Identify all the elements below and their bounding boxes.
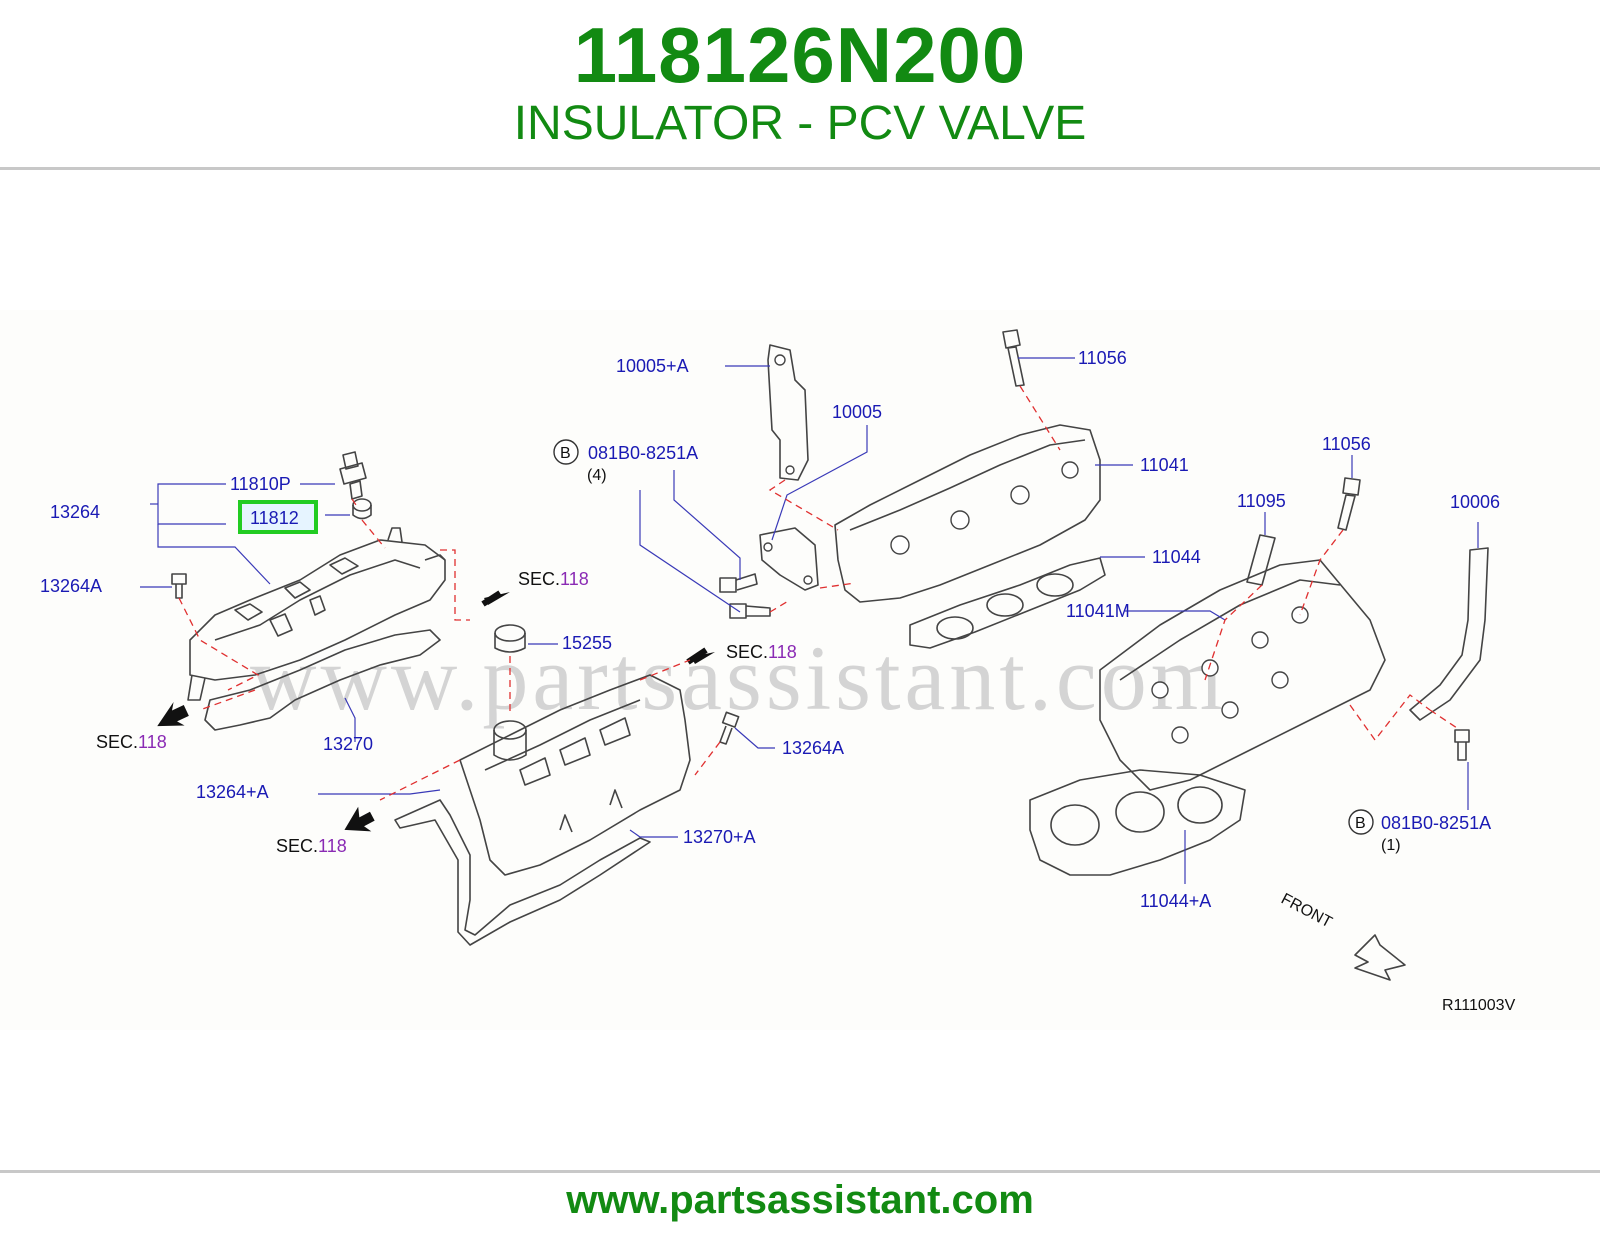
label-11041[interactable]: 11041	[1140, 455, 1189, 475]
label-11041m[interactable]: 11041M	[1066, 601, 1130, 621]
front-direction-arrow	[1354, 934, 1406, 981]
label-10006[interactable]: 10006	[1450, 492, 1500, 512]
callout-b-top: B	[560, 445, 571, 462]
label-11044pa[interactable]: 11044+A	[1140, 891, 1211, 911]
oil-filler-cap-15255	[494, 624, 526, 653]
label-11812[interactable]: 11812	[250, 508, 299, 528]
top-divider	[0, 167, 1600, 170]
qty-right: (1)	[1381, 837, 1401, 854]
reference-code: R111003V	[1442, 997, 1516, 1014]
part-name-subtitle: INSULATOR - PCV VALVE	[513, 97, 1087, 150]
callout-b-right: B	[1355, 815, 1366, 832]
sec-ref-1[interactable]: SEC.118	[518, 569, 589, 589]
bolt-081b0-right	[1454, 729, 1470, 761]
bolts-081b0-top	[719, 573, 771, 619]
label-13264a-left[interactable]: 13264A	[40, 576, 102, 596]
bolt-11056-right	[1337, 477, 1361, 531]
bracket-10005	[759, 527, 819, 591]
pcv-insulator-11812	[352, 498, 372, 520]
label-11056-right[interactable]: 11056	[1322, 434, 1371, 454]
label-15255[interactable]: 15255	[562, 633, 612, 653]
pcv-valve-11810p	[339, 451, 367, 500]
gasket-13270	[204, 629, 441, 731]
callout-b-circle-right	[1348, 809, 1374, 835]
bolt-13264a-right	[719, 711, 740, 745]
valve-cover-left	[187, 527, 446, 701]
label-13264a-right[interactable]: 13264A	[782, 738, 844, 758]
valve-cover-right	[459, 674, 691, 876]
qty-top: (4)	[587, 467, 607, 484]
sec-ref-4[interactable]: SEC.118	[276, 836, 347, 856]
callout-b-circle-top	[553, 439, 579, 465]
sec-ref-2[interactable]: SEC.118	[96, 732, 167, 752]
label-11044[interactable]: 11044	[1152, 547, 1201, 567]
gasket-13270pa	[394, 799, 651, 946]
bolt-11056-top	[1002, 329, 1025, 387]
label-081b0-top[interactable]: 081B0-8251A	[588, 443, 698, 463]
label-11056-top[interactable]: 11056	[1078, 348, 1127, 368]
label-10005pa[interactable]: 10005+A	[616, 356, 689, 376]
cylinder-head-11041m	[1099, 559, 1386, 791]
exploded-parts-diagram: www.partsassistant.com	[0, 310, 1600, 1030]
highlight-box-11812	[238, 500, 318, 534]
watermark: www.partsassistant.com	[250, 627, 1227, 729]
head-gasket-11044pa	[1029, 769, 1246, 876]
diagram-canvas: 11810P 11812 13264 13264A 13270 15255 13…	[40, 329, 1516, 1014]
label-13264pa[interactable]: 13264+A	[196, 782, 269, 802]
sec-arrows	[157, 590, 715, 832]
label-13264[interactable]: 13264	[50, 502, 100, 522]
label-081b0-right[interactable]: 081B0-8251A	[1381, 813, 1491, 833]
bracket-10006	[1409, 547, 1489, 721]
label-13270[interactable]: 13270	[323, 734, 373, 754]
front-label: FRONT	[1278, 891, 1335, 932]
bolt-13264a-left	[171, 573, 187, 599]
label-11095[interactable]: 11095	[1237, 491, 1286, 511]
page-header: 118126N200 INSULATOR - PCV VALVE	[0, 0, 1600, 170]
alignment-dashes	[178, 385, 1461, 801]
label-13270pa[interactable]: 13270+A	[683, 827, 756, 847]
footer-website-link[interactable]: www.partsassistant.com	[566, 1178, 1034, 1222]
bottom-divider	[0, 1170, 1600, 1173]
leader-lines	[140, 357, 1479, 884]
label-11810p[interactable]: 11810P	[230, 474, 291, 494]
sec-ref-3[interactable]: SEC.118	[726, 642, 797, 662]
part-number-title: 118126N200	[573, 11, 1027, 99]
head-gasket-11044	[909, 557, 1106, 649]
cylinder-head-11041	[834, 424, 1101, 603]
label-10005[interactable]: 10005	[832, 402, 882, 422]
bracket-10005pa	[767, 344, 809, 481]
